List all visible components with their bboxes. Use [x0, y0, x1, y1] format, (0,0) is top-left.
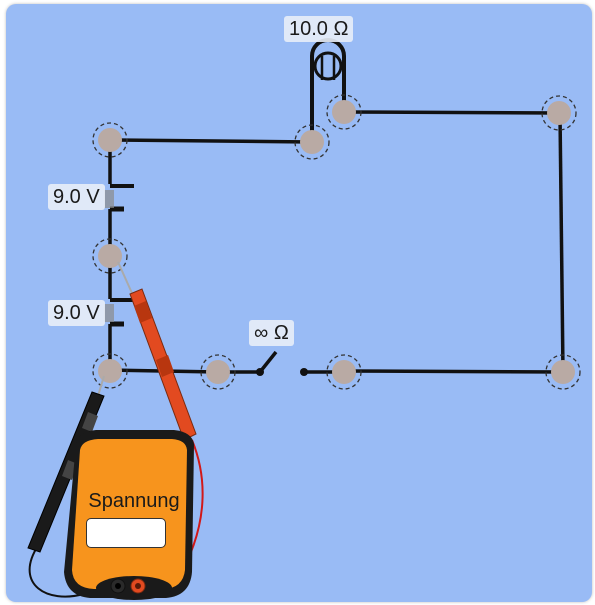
switch-label: ∞ Ω: [249, 320, 294, 346]
vertices: [92, 94, 581, 390]
red-probe[interactable]: [117, 261, 197, 441]
resistor[interactable]: [310, 38, 346, 142]
circuit-workspace[interactable]: 10.0 Ω 9.0 V 9.0 V ∞ Ω Spannung: [6, 4, 592, 602]
vertex-switch-left[interactable]: [200, 354, 236, 390]
vertex-bottom-right[interactable]: [545, 354, 581, 390]
wire-right[interactable]: [558, 113, 565, 373]
voltmeter-display: [86, 518, 166, 548]
vertex-battery-middle[interactable]: [92, 238, 128, 274]
battery-top-label: 9.0 V: [48, 184, 105, 210]
wire-top-left[interactable]: [109, 138, 313, 144]
wire-top-right[interactable]: [343, 110, 560, 115]
battery-bottom-label: 9.0 V: [48, 300, 105, 326]
battery-top[interactable]: [104, 184, 134, 212]
black-probe[interactable]: [27, 375, 105, 553]
voltmeter-title: Spannung: [88, 490, 180, 512]
vertex-resistor-left[interactable]: [294, 124, 330, 160]
battery-bottom[interactable]: [104, 298, 134, 327]
vertex-top-left[interactable]: [92, 122, 128, 158]
circuit-svg: [27, 38, 581, 600]
vertex-top-right[interactable]: [541, 95, 577, 131]
vertex-bottom-left[interactable]: [92, 353, 128, 389]
voltmeter[interactable]: [64, 430, 194, 600]
switch-open[interactable]: [218, 350, 344, 376]
resistor-label: 10.0 Ω: [284, 16, 354, 42]
vertex-switch-right[interactable]: [326, 354, 362, 390]
wires: [108, 110, 565, 374]
resistor-coil-icon: [313, 51, 343, 81]
vertex-resistor-right[interactable]: [326, 94, 362, 130]
wire-bottom-right[interactable]: [343, 369, 564, 374]
